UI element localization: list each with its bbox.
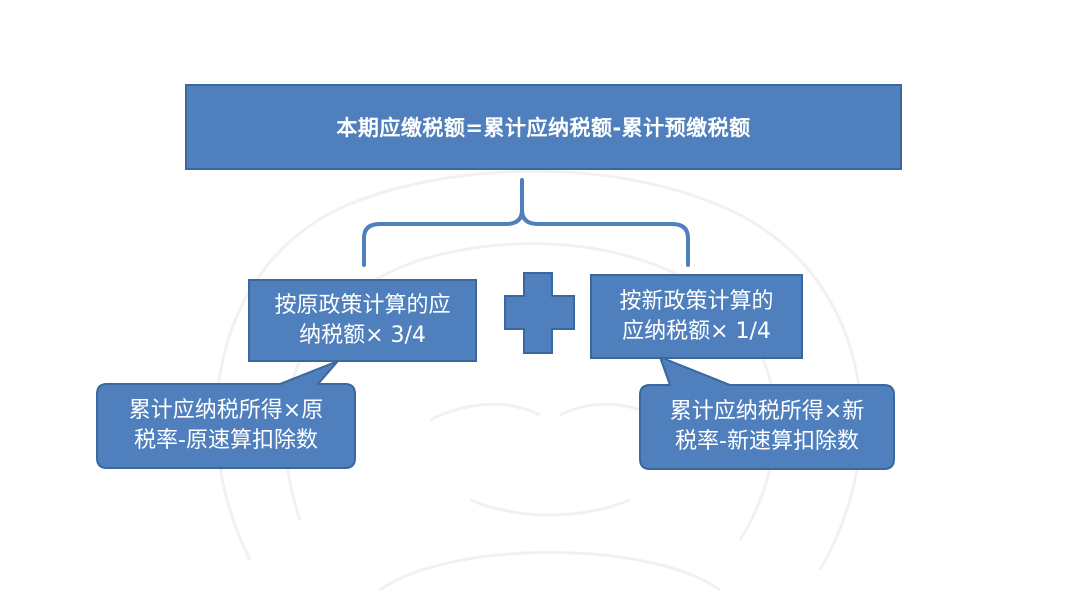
callout-old-line1: 累计应纳税所得×原 xyxy=(128,398,324,423)
callout-old-rate: 累计应纳税所得×原 税率-原速算扣除数 xyxy=(97,384,355,468)
term-old-line1: 按原政策计算的应 xyxy=(274,292,451,318)
brace-connector xyxy=(362,178,690,267)
plus-icon xyxy=(504,272,575,354)
term-box-new-policy: 按新政策计算的 应纳税额× 1/4 xyxy=(590,274,803,359)
term-new-line1: 按新政策计算的 xyxy=(619,288,774,314)
callout-left-bubble xyxy=(96,360,356,469)
callout-old-rate-text: 累计应纳税所得×原 税率-原速算扣除数 xyxy=(129,396,323,456)
term-box-old-policy: 按原政策计算的应 纳税额× 3/4 xyxy=(248,279,477,362)
callout-old-line2: 税率-原速算扣除数 xyxy=(134,428,318,453)
callout-new-line2: 税率-新速算扣除数 xyxy=(675,429,859,454)
main-formula-box: 本期应缴税额=累计应纳税额-累计预缴税额 xyxy=(185,84,902,170)
term-box-new-policy-text: 按新政策计算的 应纳税额× 1/4 xyxy=(619,287,773,347)
term-old-line2: 纳税额× 3/4 xyxy=(299,322,426,348)
callout-new-rate-text: 累计应纳税所得×新 税率-新速算扣除数 xyxy=(670,397,864,457)
callout-right-bubble xyxy=(639,356,895,470)
main-formula-text: 本期应缴税额=累计应纳税额-累计预缴税额 xyxy=(336,116,751,140)
callout-new-line1: 累计应纳税所得×新 xyxy=(669,399,865,424)
term-new-line2: 应纳税额× 1/4 xyxy=(622,318,771,344)
term-box-old-policy-text: 按原政策计算的应 纳税额× 3/4 xyxy=(274,291,450,351)
callout-new-rate: 累计应纳税所得×新 税率-新速算扣除数 xyxy=(640,385,894,469)
